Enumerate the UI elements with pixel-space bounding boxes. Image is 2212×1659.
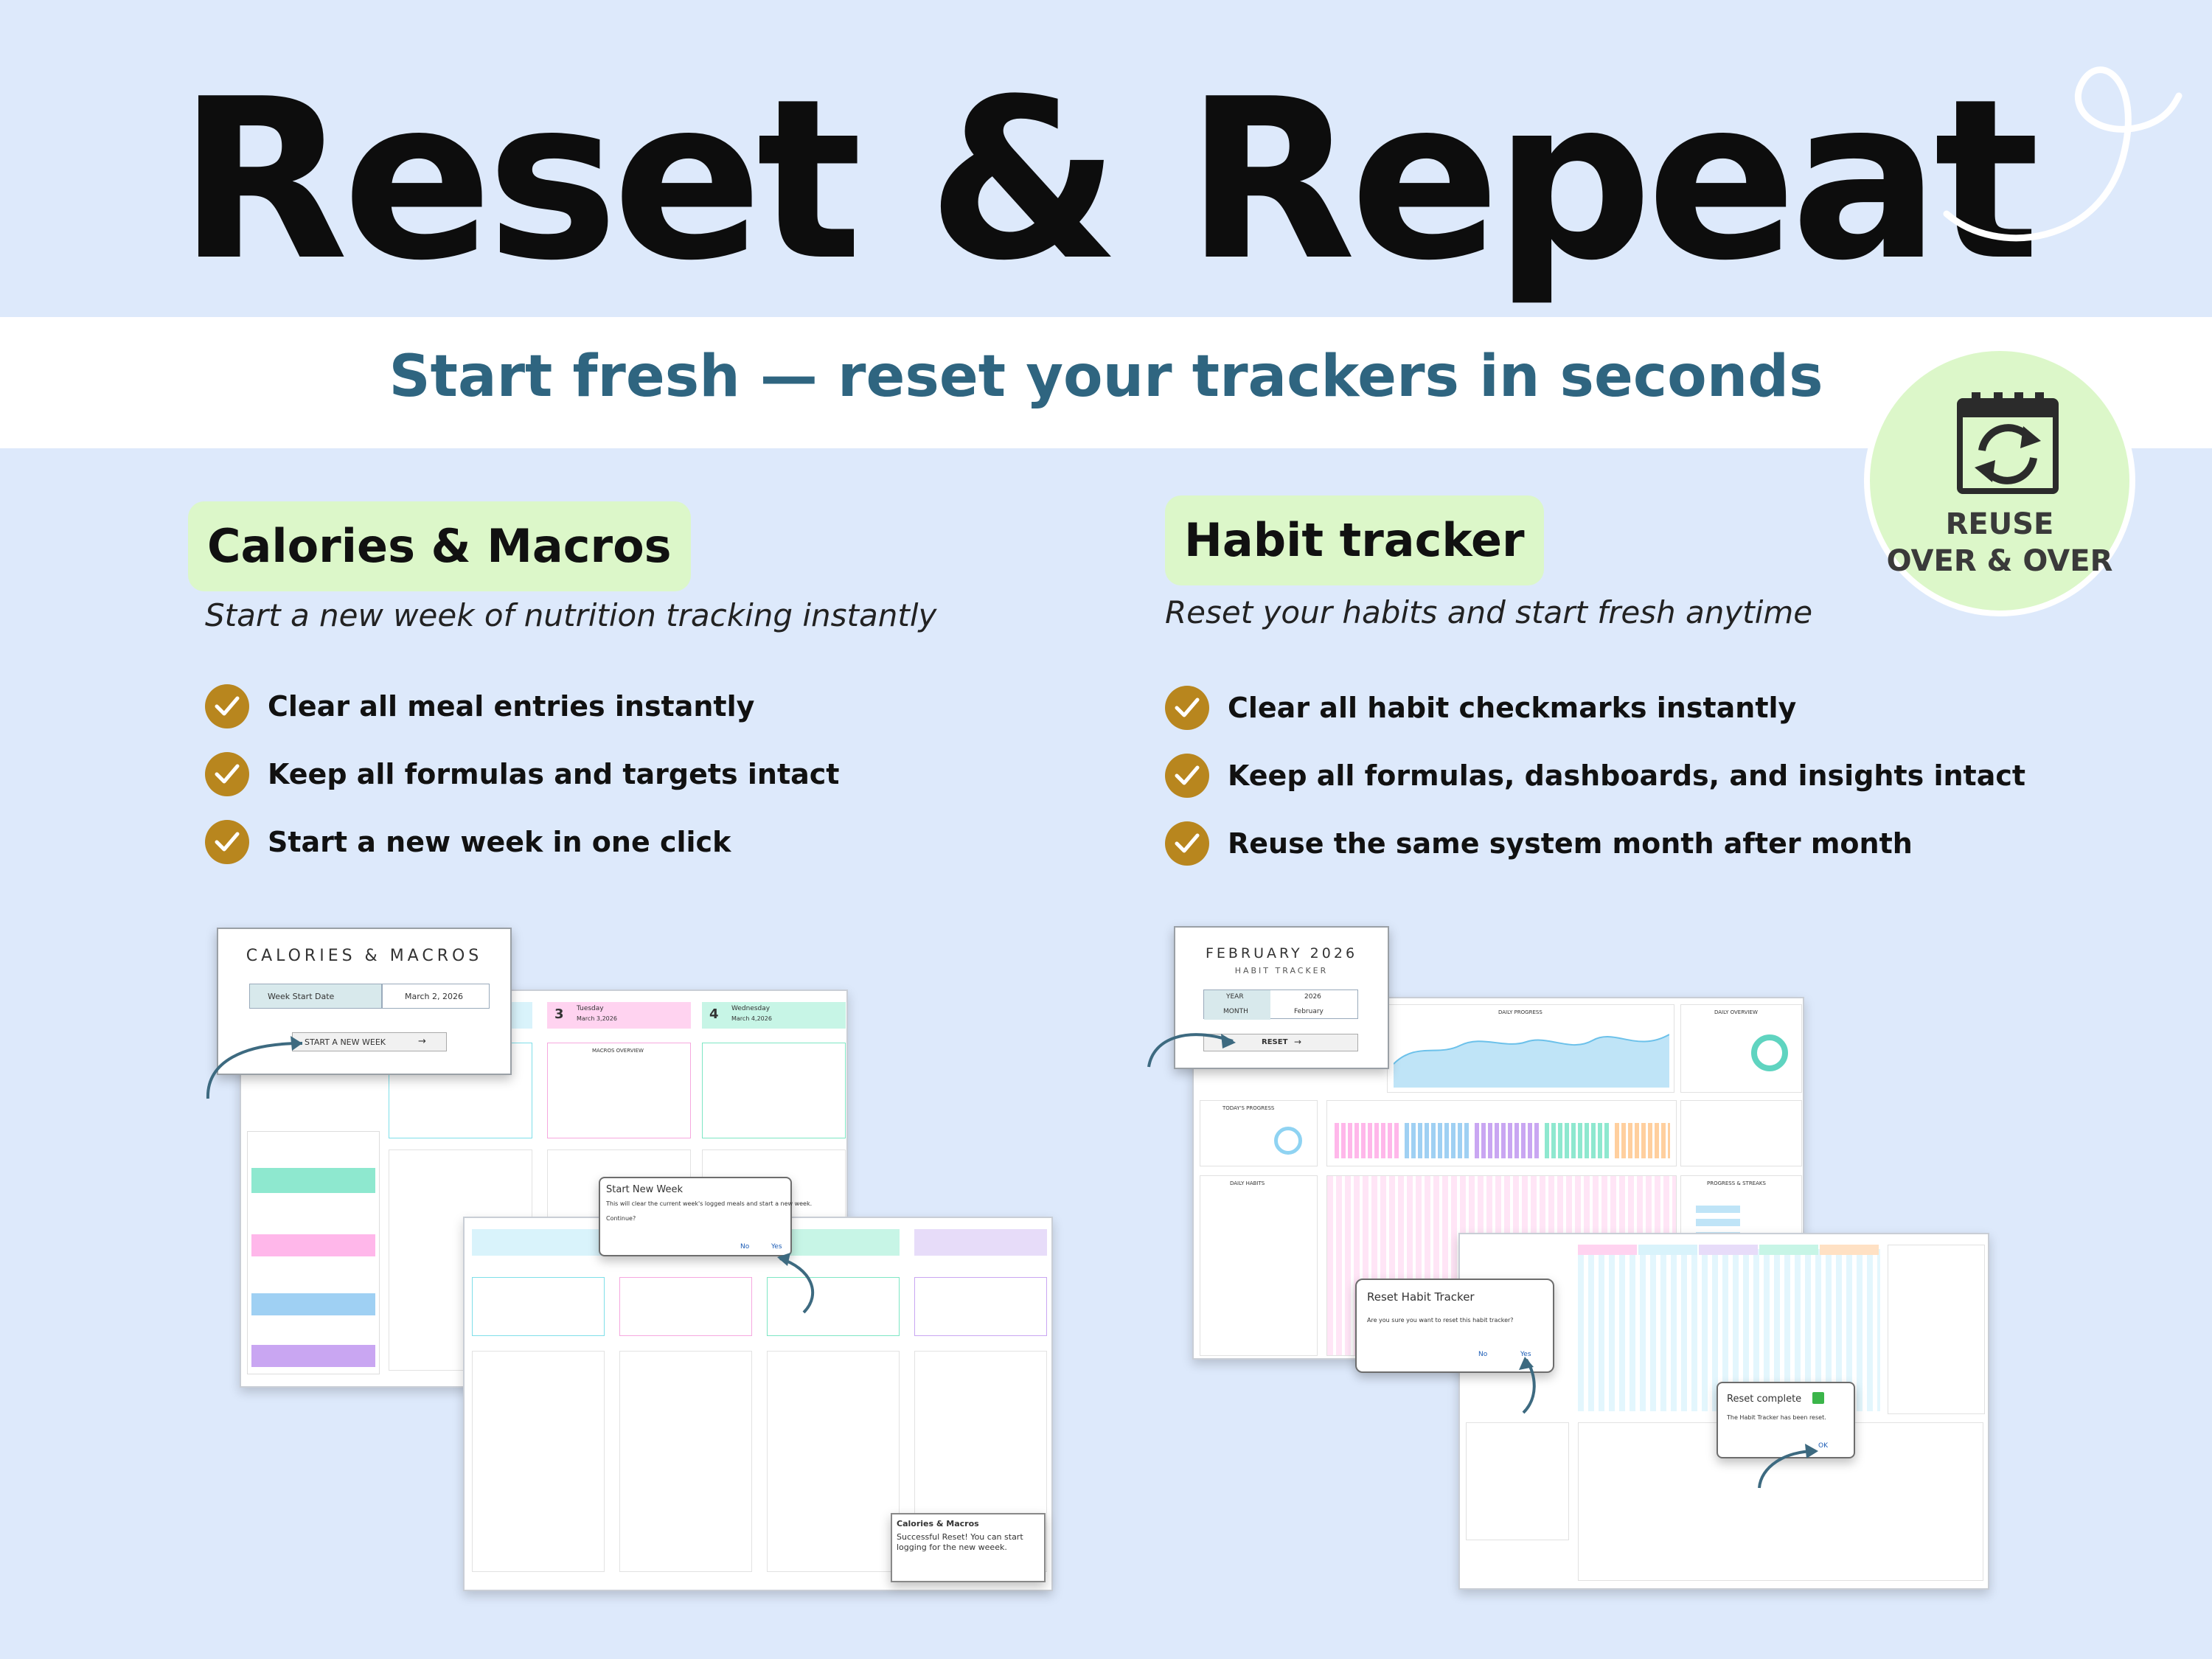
year-label: YEAR: [1226, 993, 1244, 1001]
day4-header: 4 Wednesday March 4,2026: [702, 1002, 846, 1029]
day3-num: 3: [554, 1006, 564, 1022]
day3-date: March 3,2026: [577, 1015, 617, 1022]
habit-dialog-title: Reset Habit Tracker: [1367, 1290, 1475, 1304]
check-icon: [1165, 754, 1209, 798]
habits-title: Habit tracker: [1165, 495, 1544, 585]
habits-feature-text: Clear all habit checkmarks instantly: [1228, 692, 1797, 724]
month-label: MONTH: [1223, 1008, 1248, 1015]
decorative-swirl-icon: [1943, 66, 2183, 242]
calories-feature-2: Keep all formulas and targets intact: [205, 752, 839, 796]
habits-feature-2: Keep all formulas, dashboards, and insig…: [1165, 754, 2025, 798]
calories-feature-3: Start a new week in one click: [205, 820, 731, 864]
curved-arrow-icon: [1519, 1357, 1536, 1414]
habits-feature-1: Clear all habit checkmarks instantly: [1165, 686, 1796, 730]
habit-dialog-no-button[interactable]: No: [1478, 1351, 1488, 1358]
reset-button-label: RESET: [1262, 1038, 1288, 1046]
day4-num: 4: [709, 1006, 719, 1022]
week-start-label: Week Start Date: [268, 992, 335, 1001]
habits-feature-3: Reuse the same system month after month: [1165, 821, 1913, 866]
week-start-value: March 2, 2026: [405, 992, 464, 1001]
dialog-no-button[interactable]: No: [740, 1243, 750, 1251]
start-new-week-button[interactable]: START A NEW WEEK →: [292, 1032, 447, 1051]
curved-arrow-icon: [206, 1036, 303, 1099]
calories-feature-text: Start a new week in one click: [268, 826, 731, 858]
subheadline-band: [0, 317, 2212, 448]
calories-feature-text: Clear all meal entries instantly: [268, 690, 755, 723]
week-start-field[interactable]: March 2, 2026: [382, 984, 490, 1009]
calories-daily-sheet: [463, 1217, 1053, 1591]
curved-arrow-icon: [777, 1253, 815, 1314]
toast-body: Successful Reset! You can start logging …: [897, 1532, 1023, 1553]
reset-success-toast: Calories & Macros Successful Reset! You …: [891, 1513, 1046, 1582]
start-new-week-label: START A NEW WEEK: [305, 1037, 386, 1047]
day4-name: Wednesday: [731, 1005, 771, 1012]
day4-date: March 4,2026: [731, 1015, 772, 1022]
curved-arrow-icon: [1147, 1033, 1236, 1068]
habits-feature-text: Reuse the same system month after month: [1228, 827, 1913, 860]
curved-arrow-icon: [1758, 1444, 1818, 1489]
progress-streaks-label: PROGRESS & STREAKS: [1707, 1180, 1766, 1186]
calendar-refresh-icon: [1957, 392, 2059, 494]
habit-panel-subtitle: HABIT TRACKER: [1234, 966, 1329, 975]
complete-body: The Habit Tracker has been reset.: [1727, 1414, 1826, 1421]
arrow-right-icon: →: [1294, 1037, 1302, 1047]
check-icon: [205, 820, 249, 864]
check-icon: [1165, 686, 1209, 730]
subheadline: Start fresh — reset your trackers in sec…: [389, 344, 1823, 410]
daily-habits-label: DAILY HABITS: [1230, 1180, 1265, 1186]
dialog-title: Start New Week: [606, 1184, 683, 1195]
month-select[interactable]: February: [1294, 1008, 1324, 1015]
habit-dialog-yes-button[interactable]: Yes: [1520, 1351, 1531, 1358]
badge-line2: OVER & OVER: [1886, 544, 2113, 578]
habit-panel-title: FEBRUARY 2026: [1205, 945, 1358, 961]
arrow-right-icon: →: [418, 1036, 426, 1047]
dialog-continue: Continue?: [606, 1215, 636, 1222]
dialog-yes-button[interactable]: Yes: [771, 1243, 782, 1251]
day3-header: 3 Tuesday March 3,2026: [547, 1002, 691, 1029]
calories-title: Calories & Macros: [188, 501, 691, 591]
reset-complete-dialog: Reset complete The Habit Tracker has bee…: [1717, 1382, 1855, 1458]
year-value[interactable]: 2026: [1304, 993, 1321, 1001]
start-new-week-dialog: Start New Week This will clear the curre…: [599, 1177, 812, 1256]
daily-overview-label: DAILY OVERVIEW: [1714, 1009, 1758, 1015]
day3-name: Tuesday: [577, 1005, 604, 1012]
habits-subtitle: Reset your habits and start fresh anytim…: [1165, 594, 1813, 630]
habits-feature-text: Keep all formulas, dashboards, and insig…: [1228, 759, 2026, 792]
reset-habit-dialog: Reset Habit Tracker Are you sure you wan…: [1355, 1279, 1554, 1373]
check-icon: [1165, 821, 1209, 866]
toast-title: Calories & Macros: [897, 1519, 979, 1528]
check-icon: [205, 684, 249, 728]
reuse-badge: REUSE OVER & OVER: [1864, 345, 2135, 616]
daily-progress-label: DAILY PROGRESS: [1498, 1009, 1543, 1015]
calories-feature-1: Clear all meal entries instantly: [205, 684, 754, 728]
calories-panel-title: CALORIES & MACROS: [246, 947, 483, 965]
daily-progress-area: [1394, 1034, 1669, 1088]
headline: Reset & Repeat: [178, 52, 2040, 309]
check-icon: [205, 752, 249, 796]
checkmark-icon: [1812, 1392, 1824, 1404]
habit-control-panel: FEBRUARY 2026 HABIT TRACKER YEAR MONTH 2…: [1174, 926, 1389, 1069]
habit-dialog-body: Are you sure you want to reset this habi…: [1367, 1317, 1514, 1324]
calories-subtitle: Start a new week of nutrition tracking i…: [205, 597, 937, 633]
macros-overview-label: MACROS OVERVIEW: [592, 1048, 644, 1054]
complete-title: Reset complete: [1727, 1394, 1802, 1405]
badge-line1: REUSE: [1945, 507, 2054, 541]
todays-progress-label: TODAY'S PROGRESS: [1222, 1105, 1275, 1111]
calories-feature-text: Keep all formulas and targets intact: [268, 758, 840, 790]
complete-ok-button[interactable]: OK: [1818, 1442, 1828, 1450]
calories-control-panel: CALORIES & MACROS Week Start Date March …: [217, 928, 512, 1075]
dialog-body: This will clear the current week's logge…: [606, 1200, 813, 1207]
